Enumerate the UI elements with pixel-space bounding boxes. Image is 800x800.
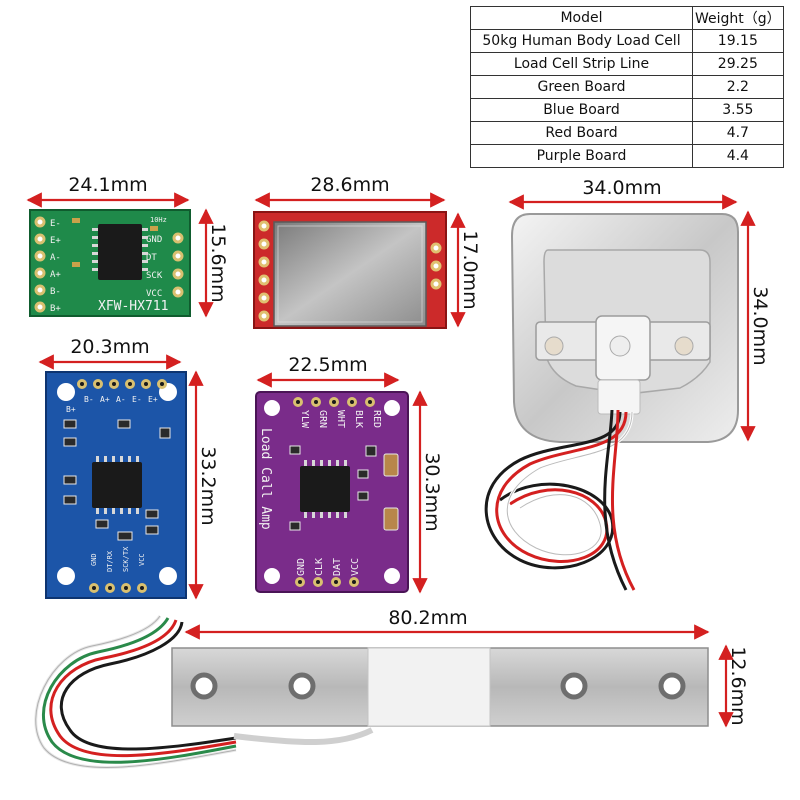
purple-board-height-label: 30.3mm	[421, 452, 443, 531]
blue-pin-label: B+	[66, 405, 76, 414]
table-cell-weight: 2.2	[692, 75, 784, 99]
bar-width-label: 80.2mm	[388, 607, 467, 629]
table-cell-model: Red Board	[470, 121, 693, 145]
green-board-width-label: 24.1mm	[68, 174, 147, 196]
table-cell-model: Green Board	[470, 75, 693, 99]
blue-pin-label: B-	[84, 395, 94, 404]
purple-pin-label: YLW	[299, 410, 310, 429]
table-cell-weight: 4.4	[692, 144, 784, 168]
purple-pin-label: BLK	[353, 410, 364, 428]
purple-pin-label: CLK	[314, 558, 325, 576]
red-board: 28.6mm 17.0mm	[253, 174, 481, 329]
green-pin-label: E+	[50, 236, 61, 246]
blue-pin-label: DT/RX	[106, 550, 114, 572]
strain-gauge-cover	[367, 647, 491, 727]
bar-height-label: 12.6mm	[727, 646, 749, 725]
blue-pin-label: A-	[116, 395, 126, 404]
blue-pin-label: GND	[90, 553, 98, 566]
table-cell-weight: 3.55	[692, 98, 784, 122]
table-cell-model: Blue Board	[470, 98, 693, 122]
green-board-height-label: 15.6mm	[207, 223, 229, 302]
purple-pin-label: RED	[371, 410, 382, 428]
load-cell-width-label: 34.0mm	[582, 177, 661, 199]
table-cell-model: Purple Board	[470, 144, 693, 168]
metal-shield	[273, 221, 427, 327]
green-pin-label: B+	[50, 304, 61, 314]
blue-pin-label: SCK/TX	[122, 546, 130, 572]
green-board-name: XFW-HX711	[98, 299, 168, 314]
purple-pin-label: VCC	[350, 558, 361, 576]
purple-chip	[300, 466, 350, 512]
weight-table: Model Weight（g） 50kg Human Body Load Cel…	[470, 6, 784, 168]
purple-pin-label: WHT	[335, 410, 346, 428]
purple-pin-label: GND	[296, 558, 307, 576]
purple-pin-label: DAT	[332, 558, 343, 576]
hx711-chip	[98, 224, 142, 280]
strip-load-cell: 80.2mm 12.6mm	[34, 607, 749, 769]
table-header-model: Model	[470, 6, 693, 30]
purple-board-title: Load Call Amp	[258, 428, 273, 530]
blue-pin-label: E+	[148, 395, 158, 404]
green-corner-label: 10Hz	[150, 216, 167, 224]
blue-board-height-label: 33.2mm	[197, 446, 219, 525]
table-cell-weight: 19.15	[692, 29, 784, 53]
body-load-cell: 34.0mm 34.0mm	[484, 177, 771, 591]
green-pin-label: SCK	[146, 271, 163, 281]
blue-pin-label: E-	[132, 395, 142, 404]
red-board-height-label: 17.0mm	[459, 230, 481, 309]
green-pin-label: GND	[146, 235, 162, 245]
purple-board-width-label: 22.5mm	[288, 354, 367, 376]
green-pin-label: VCC	[146, 289, 162, 299]
blue-pin-label: A+	[100, 395, 110, 404]
table-cell-weight: 4.7	[692, 121, 784, 145]
green-pin-label: E-	[50, 219, 61, 229]
green-pin-label: A-	[50, 253, 61, 263]
purple-board: 22.5mm 30.3mm RED BLK WHT GRN YLW GND CL…	[255, 354, 443, 594]
green-pin-label: B-	[50, 287, 61, 297]
green-board: 24.1mm 15.6mm E- E+ A- A+ B- B+ GND DT S…	[26, 174, 229, 318]
blue-chip	[92, 462, 142, 508]
table-cell-weight: 29.25	[692, 52, 784, 76]
purple-pin-label: GRN	[317, 410, 328, 428]
table-header-row: Model Weight（g）	[470, 6, 784, 30]
blue-pin-label: VCC	[138, 553, 146, 566]
table-header-weight: Weight（g）	[692, 6, 784, 30]
blue-board-width-label: 20.3mm	[70, 336, 149, 358]
blue-board: 20.3mm 33.2mm E+ E- A- A+ B- B+ GND DT/R…	[38, 336, 219, 600]
green-pin-label: A+	[50, 270, 61, 280]
red-board-width-label: 28.6mm	[310, 174, 389, 196]
green-pin-label: DT	[146, 253, 157, 263]
load-cell-height-label: 34.0mm	[749, 286, 771, 365]
